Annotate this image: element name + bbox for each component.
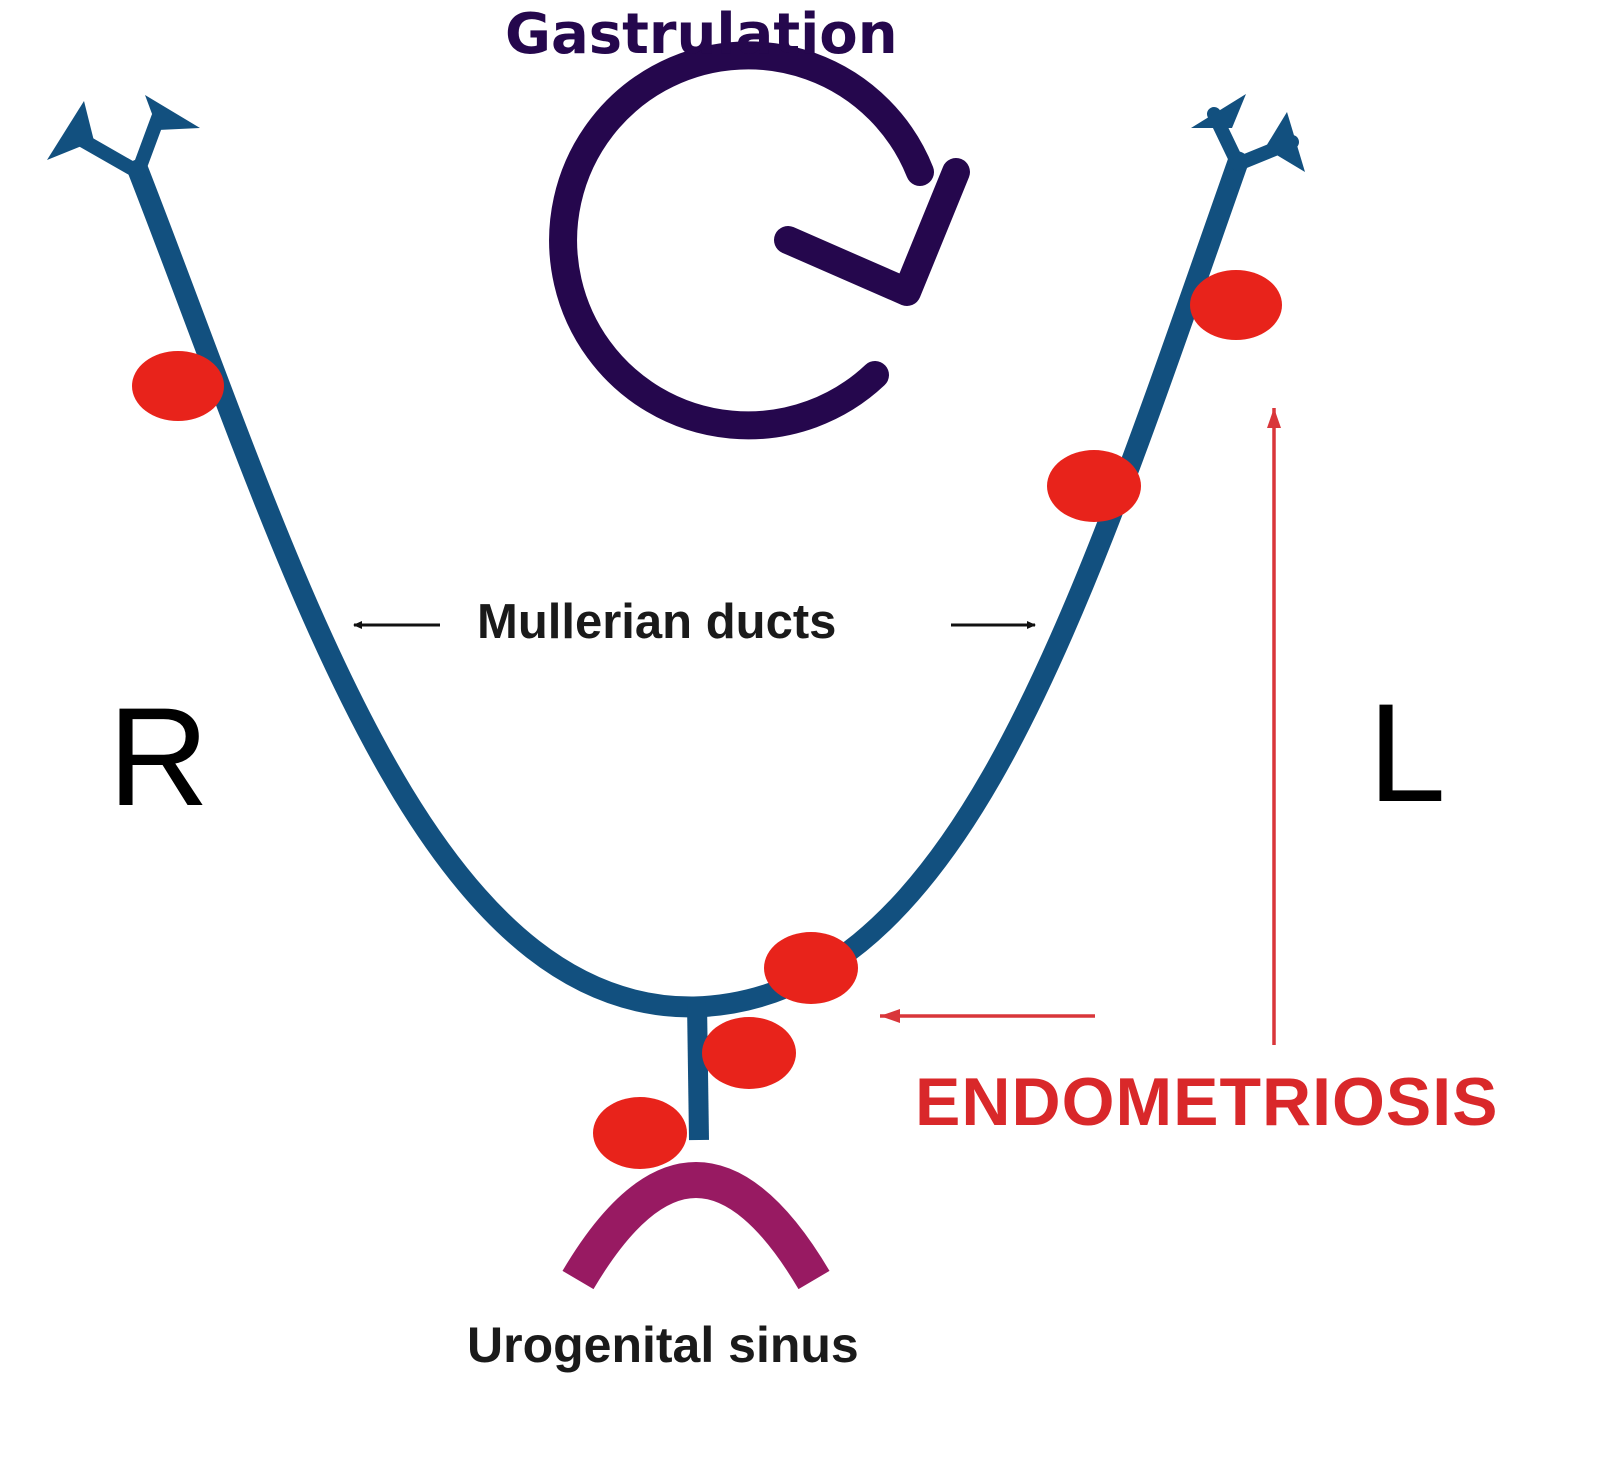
lesion (702, 1017, 796, 1089)
left-fimbria-icon (1191, 94, 1305, 172)
mullerian-ducts-label: Mullerian ducts (477, 595, 837, 649)
urogenital-sinus-label: Urogenital sinus (467, 1317, 859, 1373)
right-fimbria-icon (47, 95, 200, 179)
duct-stem (687, 1002, 709, 1141)
clockwise-rotation-arrow-icon (549, 41, 970, 440)
endometriosis-label: ENDOMETRIOSIS (915, 1064, 1499, 1140)
mullerian-duct-u (127, 151, 1249, 1018)
lesion (1047, 450, 1141, 522)
lesion (132, 351, 224, 421)
left-side-label: L (1368, 674, 1446, 831)
lesion (593, 1097, 687, 1169)
right-side-label: R (108, 678, 210, 835)
lesion (1190, 270, 1282, 340)
lesion (764, 932, 858, 1004)
gastrulation-label: Gastrulation (505, 2, 898, 67)
urogenital-sinus-shape (562, 1162, 830, 1290)
